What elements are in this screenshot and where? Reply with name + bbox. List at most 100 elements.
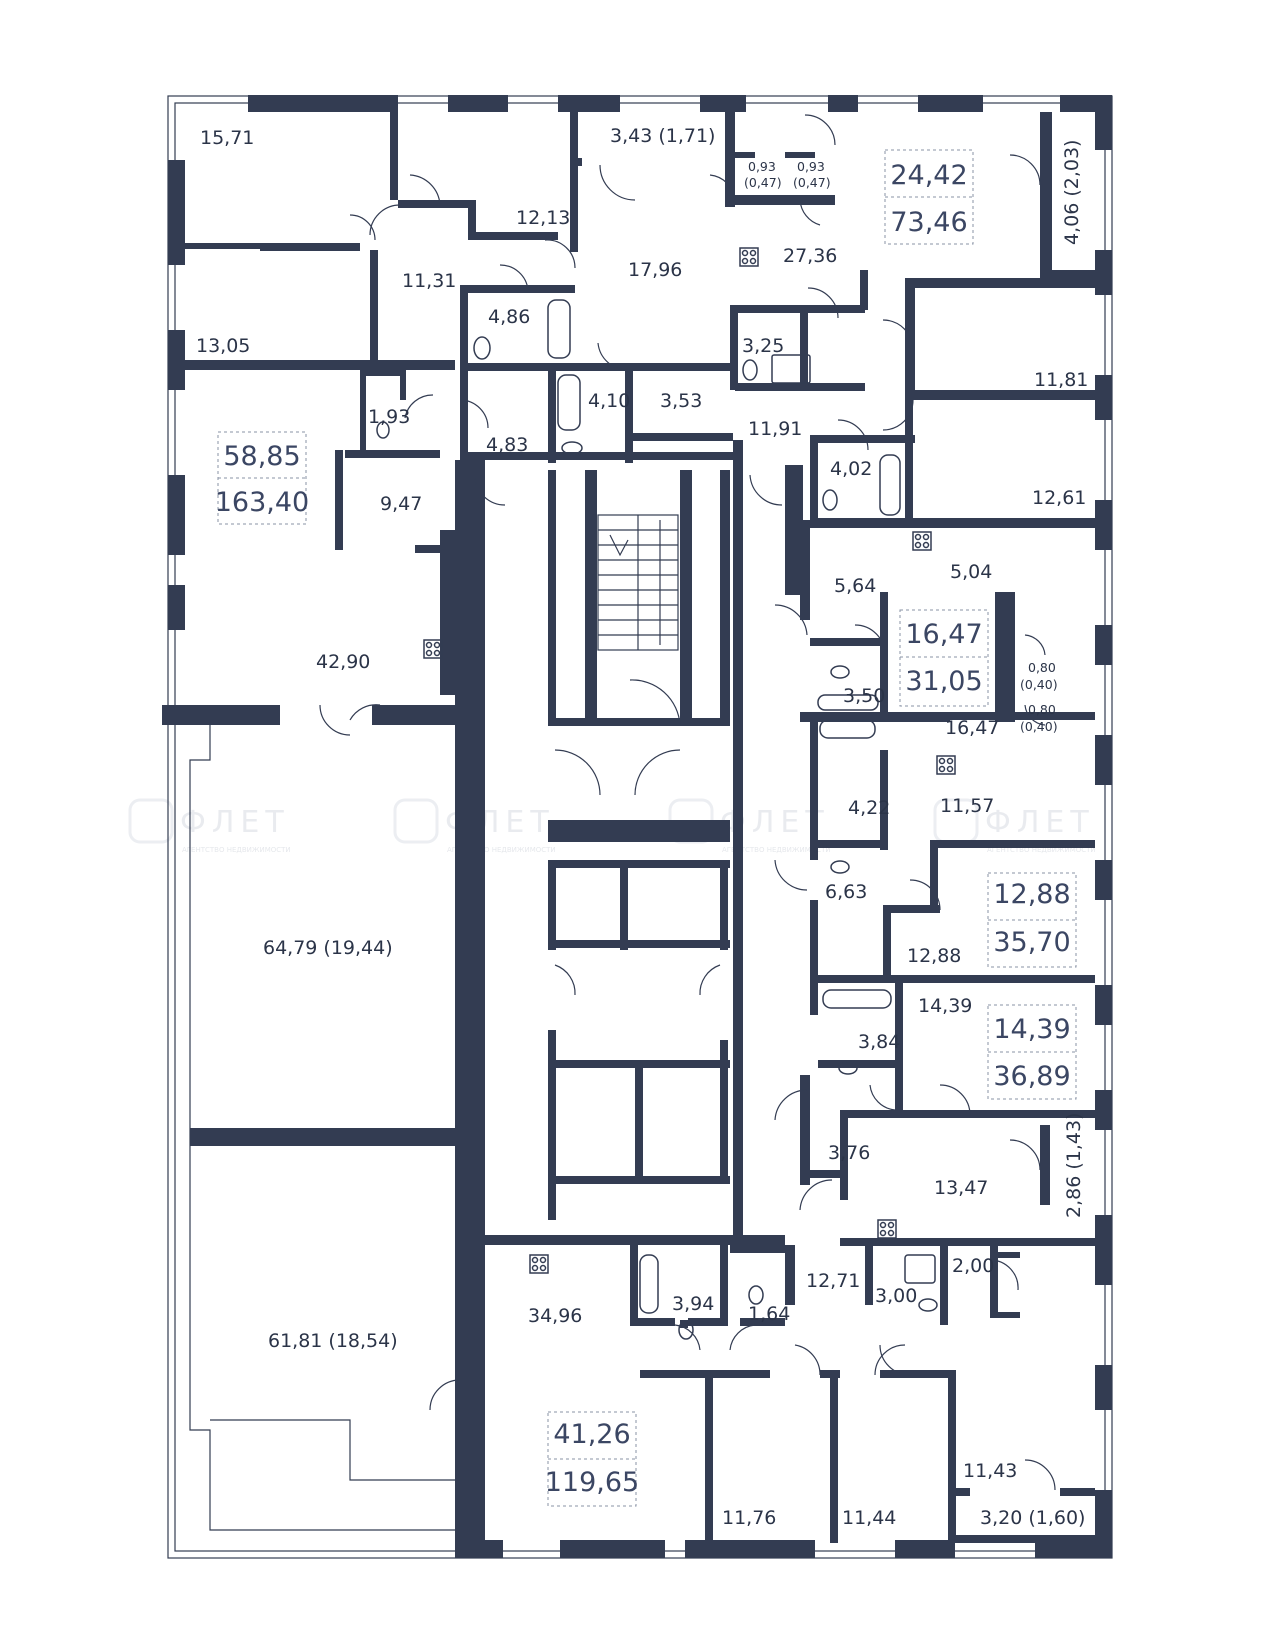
room-area: 11,76 [722, 1507, 776, 1529]
room-labels: 15,71 12,13 3,43 (1,71) 0,93 (0,47) 0,93… [196, 125, 1088, 1529]
toilet-icon [830, 860, 850, 874]
living-area: 14,39 [993, 1014, 1070, 1045]
bathtub-icon [822, 989, 892, 1009]
terrace-outline [189, 722, 458, 1531]
room-area: (0,47) [744, 175, 782, 190]
watermark-logo: ФЛЕТ АГЕНТСТВО НЕДВИЖИМОСТИ [933, 798, 1096, 854]
room-area: 4,10 [588, 390, 630, 412]
svg-text:ФЛЕТ: ФЛЕТ [985, 805, 1095, 840]
room-area: 4,02 [830, 458, 872, 480]
stove-icons [423, 247, 956, 1274]
room-area: 5,04 [950, 561, 992, 583]
svg-text:АГЕНТСТВО НЕДВИЖИМОСТИ: АГЕНТСТВО НЕДВИЖИМОСТИ [182, 846, 291, 854]
room-area: 3,20 (1,60) [980, 1507, 1085, 1529]
apartment-summary: 58,85 163,40 [215, 431, 309, 525]
room-area: 12,61 [1032, 487, 1086, 509]
bathtub-icon [639, 1254, 659, 1314]
room-area: 11,44 [842, 1507, 896, 1529]
shower-icon [771, 354, 811, 384]
toilet-icon [838, 1061, 858, 1075]
room-area: 5,64 [834, 575, 876, 597]
room-area: 0,93 [797, 159, 825, 174]
room-area: 12,71 [806, 1270, 860, 1292]
room-area: 4,06 (2,03) [1061, 140, 1083, 245]
watermark-logo: ФЛЕТ АГЕНТСТВО НЕДВИЖИМОСТИ [128, 798, 291, 854]
room-area: 0,93 [748, 159, 776, 174]
room-area: 3,76 [828, 1142, 870, 1164]
apartment-summaries: 58,85 163,40 24,42 73,46 16,47 31,05 12,… [215, 149, 1077, 1507]
total-area: 73,46 [890, 207, 967, 238]
room-area: 11,57 [940, 795, 994, 817]
toilet-icon [678, 1320, 694, 1340]
toilet-icon [748, 1285, 764, 1305]
stove-icon [936, 755, 956, 775]
total-area: 36,89 [993, 1061, 1070, 1092]
room-area: 15,71 [200, 127, 254, 149]
room-area: 13,47 [934, 1177, 988, 1199]
room-area: 3,94 [672, 1293, 714, 1315]
room-area: 1,93 [368, 406, 410, 428]
room-area: (0,40) [1020, 677, 1058, 692]
room-area: 12,88 [907, 945, 961, 967]
room-area: 4,86 [488, 306, 530, 328]
room-area: 16,47 [945, 717, 999, 739]
room-area: 11,91 [748, 418, 802, 440]
room-area: 2,00 [952, 1255, 994, 1277]
living-area: 12,88 [993, 879, 1070, 910]
total-area: 163,40 [215, 487, 309, 518]
toilet-icon [918, 1298, 938, 1312]
room-area: 0,80 [1028, 660, 1056, 675]
apartment-summary: 12,88 35,70 [987, 872, 1077, 968]
bath-fixtures [376, 299, 938, 1340]
toilet-icon [742, 359, 758, 381]
room-area: 27,36 [783, 245, 837, 267]
apartment-summary: 16,47 31,05 [899, 609, 989, 707]
room-area: 11,31 [402, 270, 456, 292]
bathtub-icon [557, 374, 581, 431]
living-area: 24,42 [890, 160, 967, 191]
total-area: 119,65 [545, 1467, 639, 1498]
room-area: 3,43 (1,71) [610, 125, 715, 147]
bathtub-icon [819, 719, 876, 739]
toilet-icon [822, 489, 838, 511]
living-area: 58,85 [223, 441, 300, 472]
room-area: 2,86 (1,43) [1063, 1113, 1085, 1218]
living-area: 41,26 [553, 1419, 630, 1450]
bathtub-icon [547, 299, 571, 359]
room-area: (0,47) [793, 175, 831, 190]
room-area: 11,43 [963, 1460, 1017, 1482]
door-swings [319, 114, 1056, 1491]
toilet-icon [473, 336, 491, 360]
room-area: 0,80 [1028, 702, 1056, 717]
stove-icon [423, 639, 443, 659]
room-area: 17,96 [628, 259, 682, 281]
apartment-summary: 41,26 119,65 [545, 1411, 639, 1507]
room-area: 6,63 [825, 881, 867, 903]
room-area: 9,47 [380, 493, 422, 515]
toilet-icon [376, 421, 390, 439]
room-area: 4,22 [848, 797, 890, 819]
room-area: 3,00 [875, 1285, 917, 1307]
room-area: 3,25 [742, 335, 784, 357]
room-area: 4,83 [486, 434, 528, 456]
staircase [597, 514, 679, 651]
toilet-icon [830, 665, 850, 679]
walls [162, 95, 1112, 1558]
room-area: 42,90 [316, 651, 370, 673]
room-area: 3,53 [660, 390, 702, 412]
bathtub-icon [817, 694, 879, 711]
room-area: 11,81 [1034, 369, 1088, 391]
stove-icon [739, 247, 759, 267]
room-area: 61,81 (18,54) [268, 1330, 398, 1352]
total-area: 31,05 [905, 666, 982, 697]
shower-icon [904, 1254, 936, 1284]
svg-text:АГЕНТСТВО НЕДВИЖИМОСТИ: АГЕНТСТВО НЕДВИЖИМОСТИ [987, 846, 1096, 854]
room-area: 12,13 [516, 207, 570, 229]
room-area: 34,96 [528, 1305, 582, 1327]
apartment-summary: 24,42 73,46 [884, 149, 974, 245]
toilet-icon [561, 441, 583, 455]
svg-text:ФЛЕТ: ФЛЕТ [180, 805, 290, 840]
stove-icon [529, 1254, 549, 1274]
room-area: 1,64 [748, 1303, 790, 1325]
